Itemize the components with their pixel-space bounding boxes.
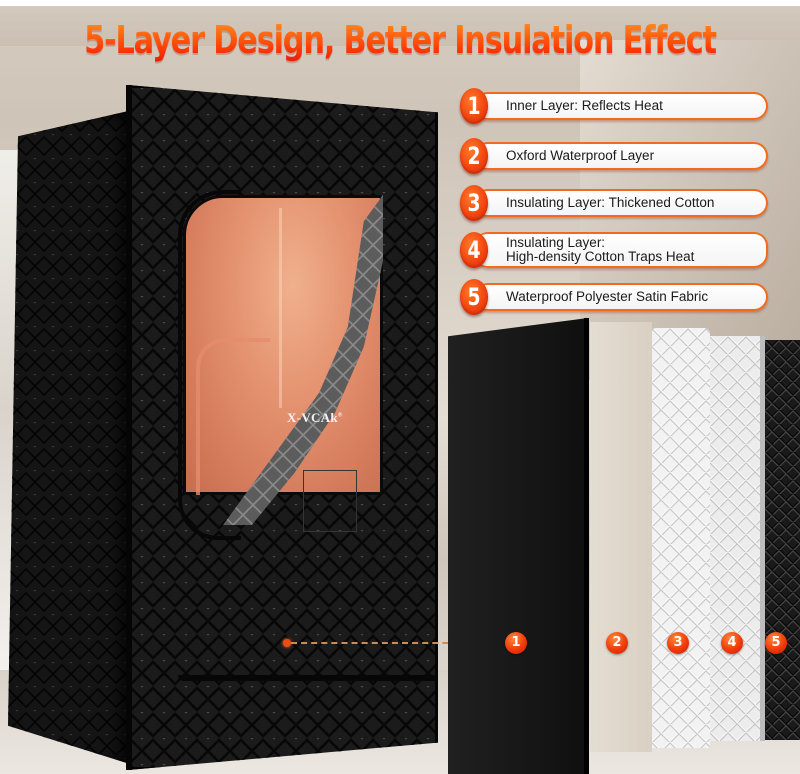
callout-pill: [474, 142, 768, 170]
tent-pocket: [303, 470, 357, 532]
callout-label-line-1: Insulating Layer:: [506, 235, 606, 250]
callout-pill: [474, 283, 768, 311]
brand-name: X-VCAk: [287, 410, 338, 425]
layer-panel-1-edge: [584, 318, 589, 774]
layer-panel-5: [765, 340, 800, 740]
callout-label: Oxford Waterproof Layer: [506, 148, 655, 163]
callout-label: Inner Layer: Reflects Heat: [506, 98, 663, 113]
headline-shadow: 5-Layer Design, Better Insulation Effect: [80, 20, 720, 64]
panel-badge-1: 1: [505, 632, 527, 654]
layer-callout-1: 1 Inner Layer: Reflects Heat: [456, 88, 788, 126]
number-badge: 5: [459, 279, 489, 315]
layer-panel-4: [710, 336, 765, 741]
callout-label: Waterproof Polyester Satin Fabric: [506, 289, 709, 304]
callout-pill: [474, 232, 768, 268]
hotspot-dot: [283, 639, 291, 647]
layer-panel-1: [448, 318, 588, 774]
background-ceiling: [0, 6, 800, 46]
registered-mark: ®: [337, 412, 343, 419]
hotspot-dashed-line: [291, 642, 509, 644]
brand-logo: X-VCAk®: [287, 410, 343, 426]
layer-callout-5: 5 Waterproof Polyester Satin Fabric: [456, 279, 788, 317]
callout-label-line-2: High-density Cotton Traps Heat: [506, 249, 695, 264]
tent-door-zipper: [178, 190, 241, 540]
panel-badge-4: 4: [721, 632, 743, 654]
layer-panel-3: [652, 328, 710, 748]
panel-badge-3: 3: [667, 632, 689, 654]
callout-pill: [474, 189, 768, 217]
callout-pill: [474, 92, 768, 120]
number-badge: 3: [459, 185, 489, 221]
layer-panel-2: [590, 322, 652, 752]
layer-callout-4: 4 Insulating Layer: High-density Cotton …: [456, 232, 788, 270]
interior-pole: [279, 208, 283, 408]
interior-arch: [196, 338, 270, 495]
tent-corner-seam: [126, 85, 132, 770]
tent-bottom-trim: [178, 675, 436, 681]
layer-callout-2: 2 Oxford Waterproof Layer: [456, 138, 788, 176]
callout-label: Insulating Layer: Thickened Cotton: [506, 195, 715, 210]
panel-badge-2: 2: [606, 632, 628, 654]
sauna-tent-image: [8, 85, 438, 770]
callout-label: Insulating Layer: High-density Cotton Tr…: [506, 232, 694, 268]
number-badge: 1: [459, 88, 489, 124]
layer-callout-3: 3 Insulating Layer: Thickened Cotton: [456, 185, 788, 223]
tent-side-wall: [8, 110, 133, 765]
number-badge: 4: [459, 232, 489, 268]
headline: 5-Layer Design, Better Insulation Effect: [80, 18, 720, 62]
number-badge: 2: [459, 138, 489, 174]
panel-badge-5: 5: [765, 632, 787, 654]
